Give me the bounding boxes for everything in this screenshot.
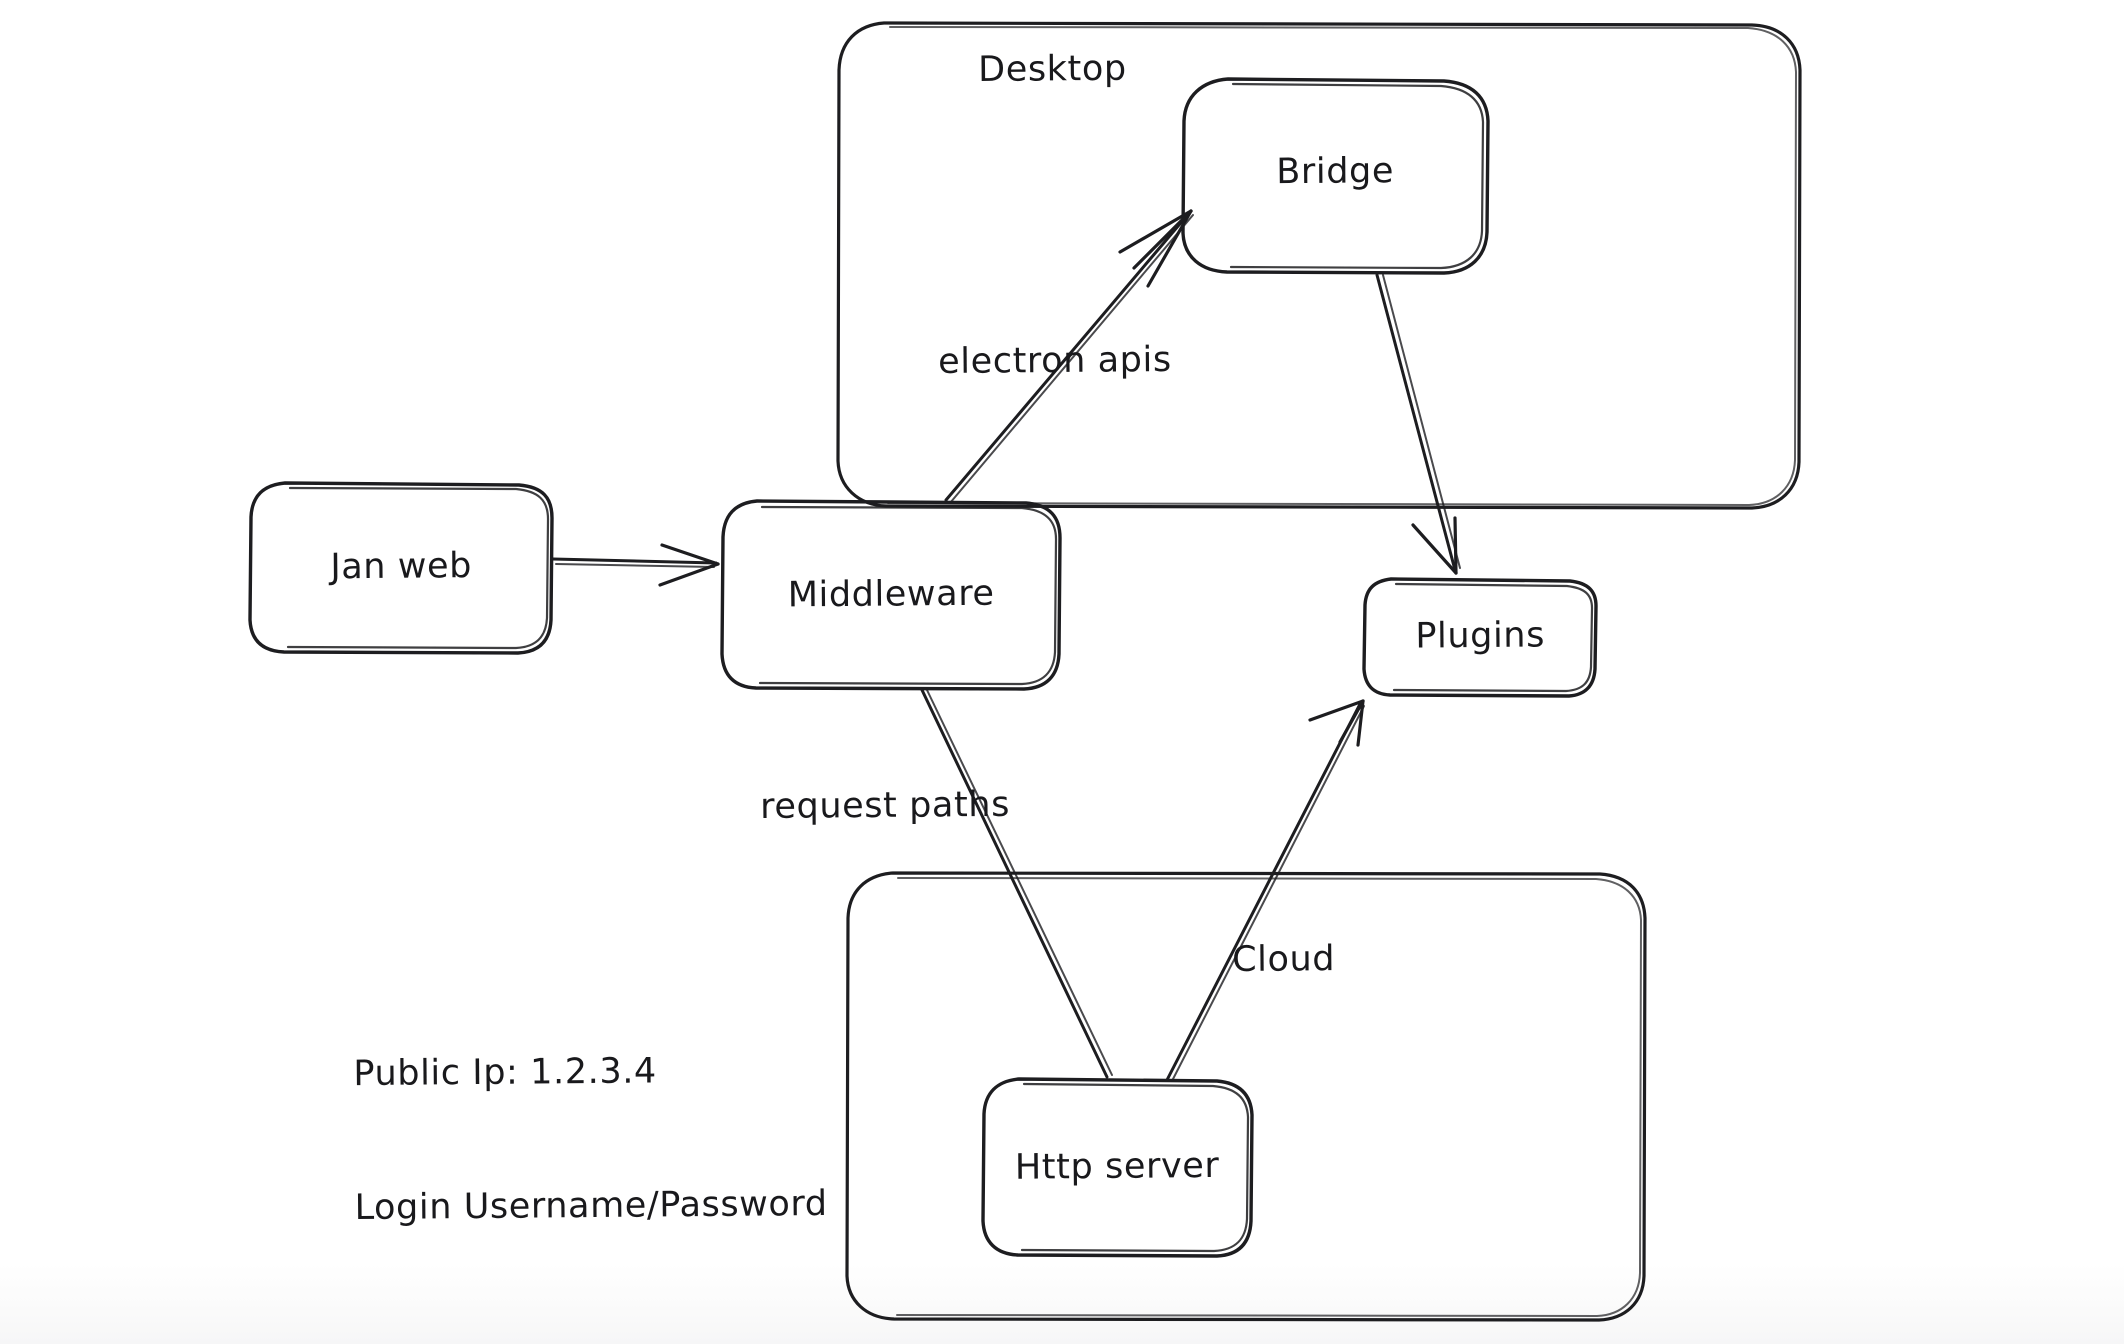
edge-janweb-to-middleware[interactable] — [551, 543, 720, 587]
node-label-http-server: Http server — [1014, 1145, 1220, 1188]
group-cloud[interactable] — [845, 871, 1647, 1322]
node-plugins[interactable] — [1362, 577, 1598, 698]
group-desktop[interactable] — [836, 21, 1802, 510]
node-label-middleware: Middleware — [787, 573, 995, 616]
edge-label-request-paths: request paths — [760, 784, 1011, 827]
node-label-jan-web: Jan web — [330, 546, 473, 588]
edge-label-cloud: Cloud — [1232, 939, 1336, 980]
node-http-server[interactable] — [981, 1077, 1254, 1258]
edge-httpserver-to-plugins[interactable] — [1165, 699, 1365, 1082]
edge-bridge-to-plugins[interactable] — [1375, 273, 1461, 575]
node-label-plugins: Plugins — [1415, 615, 1546, 657]
edge-middleware-to-bridge[interactable] — [944, 209, 1194, 504]
edge-middleware-to-httpserver[interactable] — [920, 688, 1113, 1079]
note-public-ip: Public Ip: 1.2.3.4 Login Username/Passwo… — [352, 958, 828, 1320]
node-jan-web[interactable] — [248, 481, 554, 655]
node-label-bridge: Bridge — [1276, 151, 1395, 193]
node-bridge[interactable] — [1181, 77, 1490, 275]
node-middleware[interactable] — [720, 499, 1062, 691]
group-label-desktop: Desktop — [978, 48, 1127, 90]
note-line-public-ip: Public Ip: 1.2.3.4 — [353, 1051, 658, 1094]
edge-label-electron-apis: electron apis — [938, 339, 1172, 382]
note-line-login: Login Username/Password — [354, 1183, 828, 1229]
